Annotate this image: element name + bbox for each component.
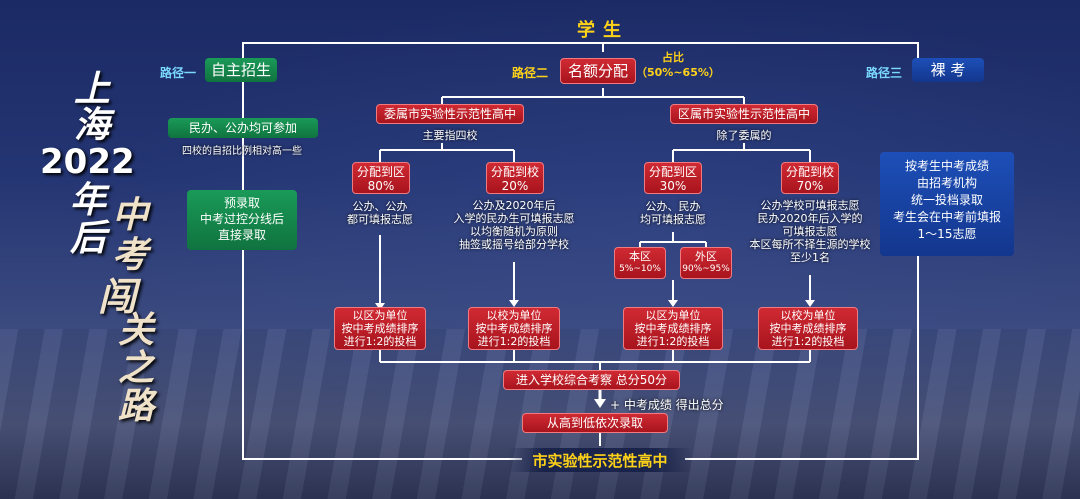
route2-ratio-label: 占比 [662, 51, 684, 64]
side-title-char: 上 [74, 69, 111, 110]
out-district-title: 外区 [695, 250, 717, 263]
submit-line: 按中考成绩排序 [341, 322, 419, 335]
in-district-title: 本区 [629, 250, 651, 263]
bottom-title-bar [508, 448, 692, 472]
desc-line: 本区每所不择生源的学校 [749, 238, 871, 251]
right-branch-sub: 除了委属的 [716, 129, 772, 142]
side-title-char: 后 [70, 218, 107, 259]
desc-line: 均可填报志愿 [640, 213, 706, 226]
route3-box-line: 由招考机构 [916, 176, 977, 190]
side-title-char: 路 [118, 386, 155, 427]
side-title-char: 闯 [98, 275, 137, 319]
plus-score: + 中考成绩 得出总分 [610, 398, 724, 412]
right-district-box: 分配到区 30% [644, 162, 702, 194]
submit-line: 按中考成绩排序 [475, 322, 553, 335]
left-school-pct: 20% [501, 179, 529, 193]
right-school-title: 分配到校 [785, 165, 834, 179]
route2-tag: 路径二 [512, 66, 549, 80]
route3-tag: 路径三 [866, 66, 903, 80]
route1-box-line: 预录取 [223, 196, 260, 210]
side-title-nian: 年 后 [70, 182, 106, 258]
submit-line: 按中考成绩排序 [769, 322, 847, 335]
side-title-guanzhilu: 关 之 路 [118, 312, 154, 426]
route1-box-line: 中考过控分线后 [199, 212, 284, 226]
left-district-box: 分配到区 80% [352, 162, 410, 194]
submit-line: 进行1:2的投档 [771, 335, 845, 348]
right-district-desc: 公办、民办 均可填报志愿 [623, 200, 723, 226]
right-branch-title: 区属市实验性示范性高中 [670, 104, 818, 124]
desc-line: 公办学校可填报志愿 [760, 199, 860, 212]
route2-ratio: （50%~65%） [636, 66, 720, 79]
desc-line: 可填报志愿 [782, 225, 838, 238]
submit-line: 进行1:2的投档 [636, 335, 710, 348]
side-title-char: 年 [70, 180, 107, 221]
submit-box-4: 以校为单位 按中考成绩排序 进行1:2的投档 [758, 307, 858, 350]
left-district-desc: 公办、公办 都可填报志愿 [330, 200, 430, 226]
submit-line: 以区为单位 [352, 309, 408, 322]
side-title-char: 之 [118, 348, 155, 389]
desc-line: 公办、民办 [645, 200, 701, 213]
submit-line: 以区为单位 [645, 309, 701, 322]
submit-line: 以校为单位 [486, 309, 542, 322]
route3-box-line: 考生会在中考前填报 [892, 210, 1001, 224]
desc-line: 民办2020年后入学的 [757, 212, 863, 225]
admit-box: 从高到低依次录取 [522, 413, 668, 433]
assess-box: 进入学校综合考察 总分50分 [503, 370, 680, 390]
submit-box-2: 以校为单位 按中考成绩排序 进行1:2的投档 [468, 307, 560, 350]
out-district-pct: 90%~95% [682, 264, 730, 274]
route1-name: 自主招生 [205, 58, 277, 82]
right-district-title: 分配到区 [648, 165, 697, 179]
side-title-char: 关 [118, 310, 155, 351]
side-title-chuangguan: 闯 [98, 278, 136, 316]
side-title-char: 考 [112, 235, 149, 276]
submit-box-1: 以区为单位 按中考成绩排序 进行1:2的投档 [334, 307, 426, 350]
side-title-year: 2022 [40, 142, 135, 182]
submit-line: 进行1:2的投档 [477, 335, 551, 348]
left-school-box: 分配到校 20% [486, 162, 544, 194]
route3-box: 按考生中考成绩 由招考机构 统一投档录取 考生会在中考前填报 1～15志愿 [880, 152, 1014, 256]
left-district-pct: 80% [367, 179, 395, 193]
in-district-pct: 5%~10% [619, 264, 661, 274]
route1-box-line: 直接录取 [217, 228, 266, 242]
left-branch-title: 委属市实验性示范性高中 [376, 104, 524, 124]
left-school-title: 分配到校 [490, 165, 539, 179]
out-district-box: 外区 90%~95% [680, 247, 732, 279]
submit-line: 按中考成绩排序 [634, 322, 712, 335]
route3-box-line: 按考生中考成绩 [904, 159, 989, 173]
desc-line: 公办、公办 [352, 200, 408, 213]
right-district-pct: 30% [659, 179, 687, 193]
left-school-desc: 公办及2020年后 入学的民办生可填报志愿 以均衡随机为原则 抽签或摇号给部分学… [444, 199, 584, 251]
right-school-box: 分配到校 70% [781, 162, 839, 194]
route1-tag: 路径一 [160, 66, 197, 80]
side-title-char: 海 [74, 105, 111, 146]
route1-note1: 民办、公办均可参加 [168, 118, 318, 138]
top-title: 学生 [577, 20, 629, 41]
route2-name: 名额分配 [560, 58, 636, 84]
side-title-zhongkao: 中 考 [112, 196, 148, 276]
desc-line: 抽签或摇号给部分学校 [459, 238, 569, 251]
desc-line: 都可填报志愿 [347, 213, 413, 226]
submit-box-3: 以区为单位 按中考成绩排序 进行1:2的投档 [623, 307, 723, 350]
submit-line: 进行1:2的投档 [343, 335, 417, 348]
bottom-title: 市实验性示范性高中 [532, 452, 668, 470]
desc-line: 公办及2020年后 [472, 199, 556, 212]
right-school-desc: 公办学校可填报志愿 民办2020年后入学的 可填报志愿 本区每所不择生源的学校 … [738, 199, 882, 264]
route1-box: 预录取 中考过控分线后 直接录取 [187, 190, 297, 250]
desc-line: 至少1名 [790, 251, 830, 264]
route3-box-line: 统一投档录取 [910, 193, 983, 207]
left-branch-sub: 主要指四校 [422, 129, 478, 142]
desc-line: 以均衡随机为原则 [470, 225, 558, 238]
submit-line: 以校为单位 [780, 309, 836, 322]
desc-line: 入学的民办生可填报志愿 [453, 212, 575, 225]
right-school-pct: 70% [796, 179, 824, 193]
side-title-shanghai: 上 海 [68, 72, 110, 144]
route3-name: 裸 考 [912, 58, 984, 82]
route3-box-line: 1～15志愿 [917, 227, 977, 241]
side-title-char: 中 [112, 195, 149, 236]
left-district-title: 分配到区 [356, 165, 405, 179]
in-district-box: 本区 5%~10% [614, 247, 666, 279]
route1-note2: 四校的自招比例相对高一些 [182, 146, 302, 157]
